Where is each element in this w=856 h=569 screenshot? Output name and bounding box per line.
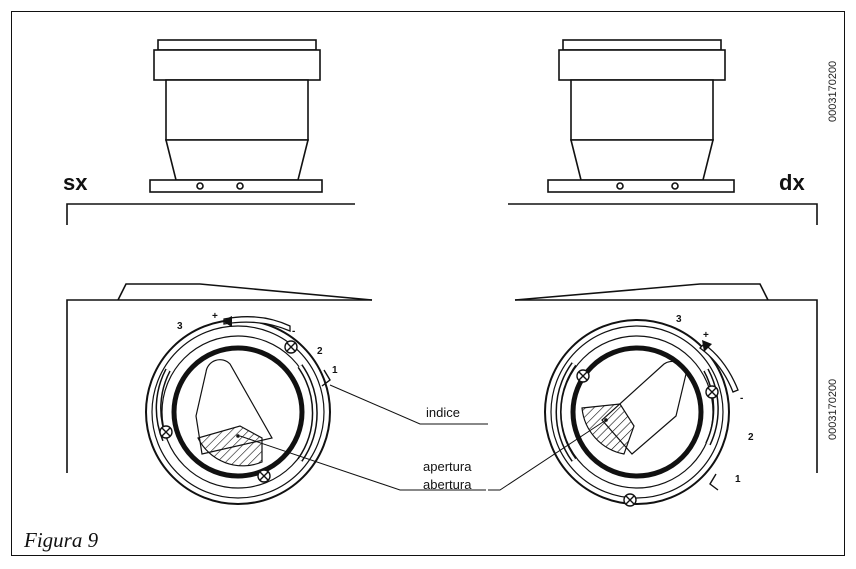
label-abertura: abertura xyxy=(423,477,472,492)
left-flue-pipe xyxy=(149,39,323,193)
lower-body-outline xyxy=(66,283,818,473)
right-dial-arrow xyxy=(699,340,739,393)
right-mark-1: 1 xyxy=(735,474,741,485)
figure-caption: Figura 9 xyxy=(24,528,99,552)
right-mark-2: 2 xyxy=(748,432,754,443)
right-damper-dial xyxy=(544,319,730,505)
leader-lines xyxy=(239,384,607,491)
label-apertura: apertura xyxy=(423,459,472,474)
upper-body-outline xyxy=(66,203,818,225)
left-mark-3: 3 xyxy=(177,321,183,332)
left-dial-arrow xyxy=(222,316,291,332)
right-plus-sign: + xyxy=(703,330,709,341)
left-mark-1: 1 xyxy=(332,365,338,376)
label-sx: sx xyxy=(63,170,88,195)
right-dial-screws xyxy=(576,369,719,507)
drawing-code-bottom: 0003170200 xyxy=(827,379,839,440)
right-flue-pipe xyxy=(547,39,735,193)
right-minus-sign: - xyxy=(740,393,743,404)
label-dx: dx xyxy=(779,170,805,195)
left-plus-sign: + xyxy=(212,311,218,322)
left-mark-2: 2 xyxy=(317,346,323,357)
left-dial-screws xyxy=(159,340,298,483)
left-damper-dial xyxy=(145,319,331,505)
right-index-notch xyxy=(709,473,719,491)
right-mark-3: 3 xyxy=(676,314,682,325)
drawing-code-top: 0003170200 xyxy=(827,61,839,122)
left-index-notch xyxy=(321,369,331,387)
label-indice: indice xyxy=(426,405,460,420)
left-minus-sign: - xyxy=(292,326,295,337)
